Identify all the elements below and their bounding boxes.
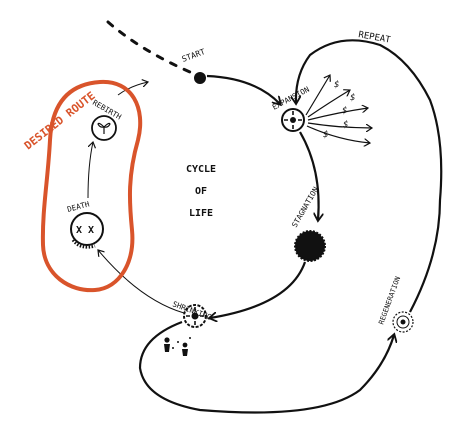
arrow-shrinking-regeneration xyxy=(138,320,394,414)
start-label: START xyxy=(181,47,207,64)
currency-symbol: $ xyxy=(342,106,347,116)
currency-symbol: $ xyxy=(350,93,355,103)
start-dot xyxy=(194,72,206,84)
arrow-start-expansion xyxy=(206,74,280,104)
regeneration-node xyxy=(392,311,414,333)
arrow-expansion-stagnation xyxy=(299,131,319,220)
center-title-line2: OF xyxy=(195,186,207,197)
intro-dashed-line xyxy=(106,20,192,74)
expansion-node xyxy=(281,108,305,132)
center-title-line3: LIFE xyxy=(189,208,213,219)
sprout-icon xyxy=(97,122,111,134)
currency-symbol: $ xyxy=(343,120,348,130)
stagnation-label: STAGNATION xyxy=(290,185,320,229)
currency-symbol: $ xyxy=(323,130,328,140)
arrow-death-rebirth xyxy=(87,142,93,199)
death-node xyxy=(70,212,104,249)
currency-symbol: $ xyxy=(334,80,339,90)
arrow-shrinking-death xyxy=(98,250,185,314)
death-label: DEATH xyxy=(66,199,91,214)
arrow-repeat xyxy=(296,39,443,313)
desired-route-label: DESIRED ROUTE xyxy=(22,89,98,152)
people-icons xyxy=(164,337,191,356)
shrinking-node xyxy=(183,304,207,328)
arrow-rebirth-start xyxy=(117,82,148,96)
death-marks: X X xyxy=(76,225,94,236)
rebirth-node xyxy=(91,115,117,141)
expansion-label: EXPANSION xyxy=(271,85,311,112)
stagnation-node xyxy=(294,230,326,262)
arrow-stagnation-shrinking xyxy=(210,261,307,318)
center-title-line1: CYCLE xyxy=(186,164,216,175)
money-arrows xyxy=(305,75,372,143)
desired-route-loop xyxy=(40,79,143,293)
